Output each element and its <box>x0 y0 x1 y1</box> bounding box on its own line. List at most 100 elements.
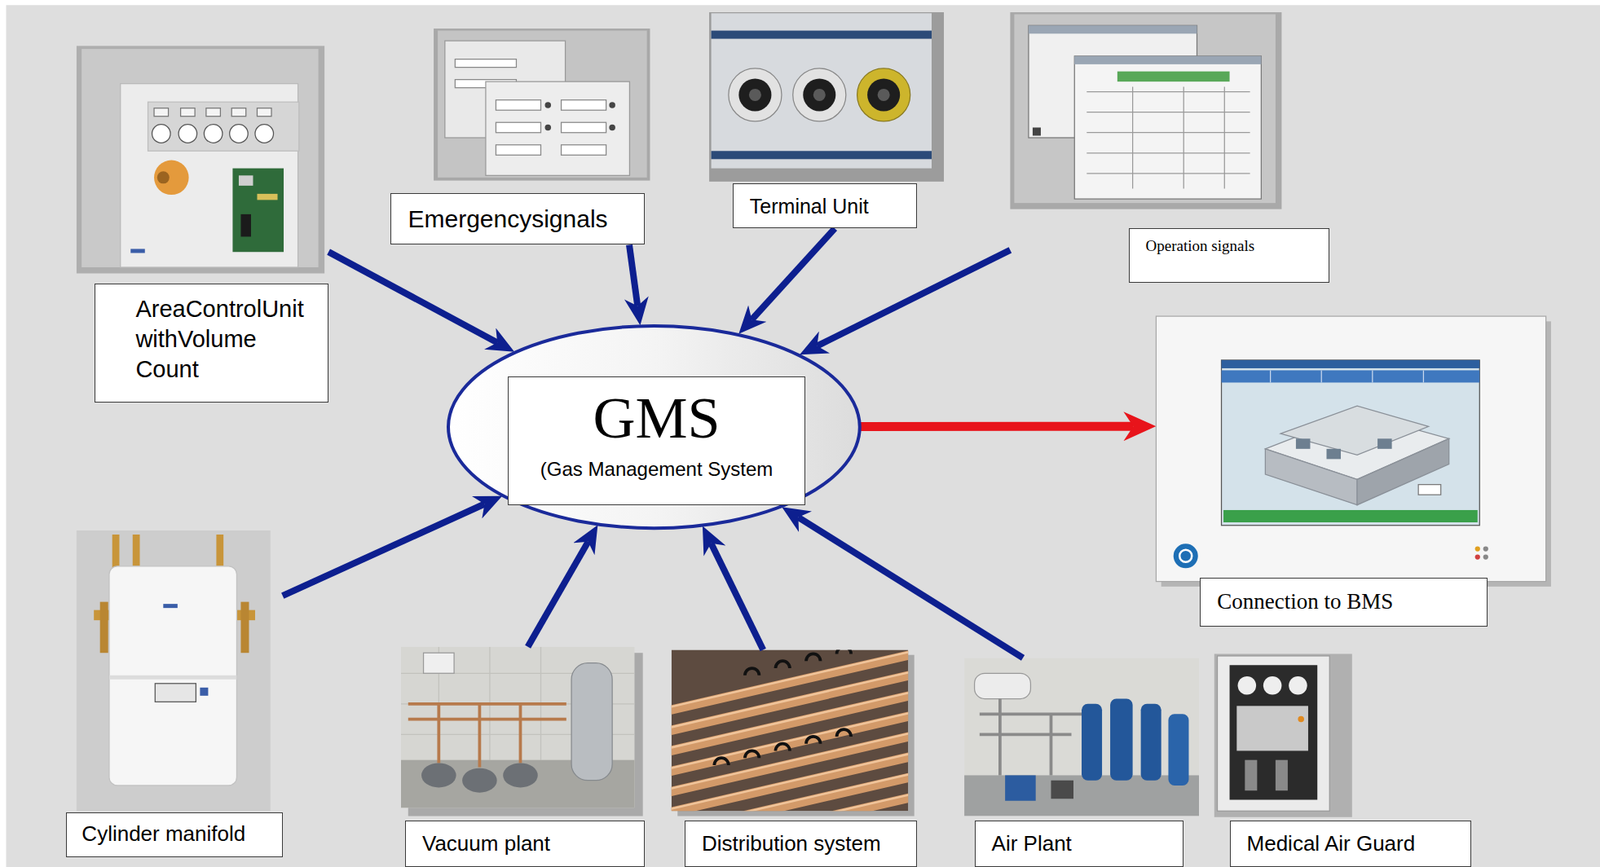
area-control-unit-picture-part <box>157 171 170 184</box>
cylinder-manifold-picture-part <box>240 602 249 654</box>
medical-air-guard-picture-part <box>1214 653 1353 817</box>
bms-monitor-picture-part <box>1483 546 1489 551</box>
medical-air-guard-picture-part <box>1217 656 1331 812</box>
bms-monitor-picture-part <box>1221 360 1481 526</box>
component-label: AreaControlUnit withVolume Count <box>135 294 311 385</box>
distribution-pipes-picture-part-part <box>671 652 908 812</box>
system-subtitle: (Gas Management System <box>540 457 773 482</box>
component-label: Cylinder manifold <box>81 821 272 847</box>
emergency-panel-picture-part <box>545 101 552 109</box>
label-box: Cylinder manifold <box>66 812 283 858</box>
output-arrow <box>860 422 1134 432</box>
medical-air-guard-picture-part <box>1236 705 1309 751</box>
operation-screen-picture-part <box>1032 127 1041 136</box>
air-plant-picture-part-part <box>964 657 1199 816</box>
emergency-panel-picture-part <box>561 122 607 133</box>
air-plant-picture-part <box>964 657 1199 816</box>
area-control-unit-picture-part <box>76 45 325 274</box>
area-control-unit-picture-part <box>154 160 190 196</box>
component-node: Cylinder manifold <box>66 530 283 858</box>
input-arrow <box>797 517 1023 659</box>
air-plant-picture <box>964 657 1199 816</box>
hub-ellipse: GMS(Gas Management System <box>445 323 863 531</box>
air-plant-picture-part-part <box>1081 704 1102 781</box>
label-box: Air Plant <box>974 820 1185 867</box>
medical-air-guard-picture <box>1214 653 1353 817</box>
area-control-unit-picture-part <box>232 168 284 253</box>
terminal-unit-picture-part <box>749 88 762 102</box>
bms-monitor-picture-part <box>1221 370 1481 383</box>
ellipse-shape <box>448 326 860 529</box>
vacuum-plant-picture-part-part <box>408 704 567 768</box>
emergency-panel-picture-part <box>485 81 631 176</box>
area-control-unit-picture-part <box>180 108 196 117</box>
input-arrow <box>629 244 638 306</box>
emergency-panel-picture-part <box>437 30 648 178</box>
operation-screen-picture-part <box>1086 86 1250 189</box>
area-control-unit-picture <box>76 45 325 274</box>
operation-screen-picture <box>1009 12 1282 210</box>
bms-monitor-picture-part <box>1173 543 1199 569</box>
component-label: Distribution system <box>701 831 907 857</box>
label-box: Connection to BMS <box>1199 577 1488 627</box>
bms-monitor-picture-part <box>1221 360 1481 369</box>
area-control-unit-picture-part <box>206 108 221 117</box>
operation-screen-picture-part <box>1074 56 1261 65</box>
bms-monitor-picture-part <box>1483 554 1489 560</box>
bms-monitor-picture-part <box>1475 554 1481 560</box>
terminal-unit-picture-part <box>709 12 944 182</box>
bms-monitor-picture <box>1155 316 1551 587</box>
emergency-panel-picture-part <box>495 122 541 133</box>
cylinder-manifold-picture-part <box>199 687 208 697</box>
label-box: Operation signals <box>1128 228 1331 283</box>
cylinder-manifold-picture-part <box>154 683 196 703</box>
area-control-unit-picture-part <box>154 108 169 117</box>
emergency-panel-picture-part <box>454 59 516 68</box>
title-box: GMS(Gas Management System <box>507 376 805 506</box>
component-node: Emergencysignals <box>390 28 650 245</box>
air-plant-picture-part-part <box>979 699 1082 776</box>
distribution-pipes-picture-part <box>671 649 908 812</box>
emergency-panel-picture-part <box>608 124 616 132</box>
operation-screen-picture-part <box>1074 56 1261 199</box>
area-control-unit-picture-part <box>255 124 274 144</box>
area-control-unit-picture-part <box>240 214 252 238</box>
area-control-unit-picture-part <box>256 193 278 201</box>
component-label: Connection to BMS <box>1216 588 1477 615</box>
emergency-panel-picture-part <box>561 100 607 111</box>
distribution-pipes-picture-part-part <box>671 649 908 812</box>
vacuum-plant-picture-part-part <box>421 762 457 788</box>
emergency-panel-picture-part <box>433 28 650 181</box>
area-control-unit-picture-part <box>229 124 249 144</box>
emergency-panel-picture-part <box>561 145 607 156</box>
area-control-unit-picture-part <box>130 248 146 253</box>
medical-air-guard-picture-part <box>1275 760 1288 792</box>
cylinder-manifold-picture-part <box>109 566 237 786</box>
medical-air-guard-picture-part <box>1238 676 1257 696</box>
bms-monitor-picture-part <box>1179 550 1192 563</box>
vacuum-plant-picture-part-part <box>571 663 613 781</box>
terminal-unit-picture-part <box>728 68 782 122</box>
vacuum-plant-picture-part-part <box>462 768 498 794</box>
vacuum-plant-picture-part <box>401 647 635 809</box>
terminal-unit-picture-part <box>802 78 836 111</box>
cylinder-manifold-picture-part <box>109 675 237 680</box>
component-node: Vacuum plant <box>401 647 645 867</box>
operation-screen-picture-part <box>1009 12 1282 210</box>
bms-monitor-picture-part <box>1270 370 1424 383</box>
terminal-unit-picture-part <box>857 68 911 122</box>
area-control-unit-picture-part <box>203 124 223 144</box>
emergency-panel-picture-part <box>495 145 541 156</box>
terminal-unit-picture-part <box>711 150 932 159</box>
area-control-unit-picture-part <box>256 108 272 117</box>
terminal-unit-picture-part <box>813 88 826 102</box>
label-box: Medical Air Guard <box>1229 820 1473 867</box>
component-node: AreaControlUnit withVolume Count <box>76 45 329 403</box>
input-arrow <box>282 503 485 596</box>
terminal-unit-picture-part <box>877 88 891 102</box>
component-label: Operation signals <box>1146 237 1320 256</box>
vacuum-plant-picture-part-part <box>423 652 455 674</box>
operation-screen-picture-part <box>1028 25 1198 34</box>
